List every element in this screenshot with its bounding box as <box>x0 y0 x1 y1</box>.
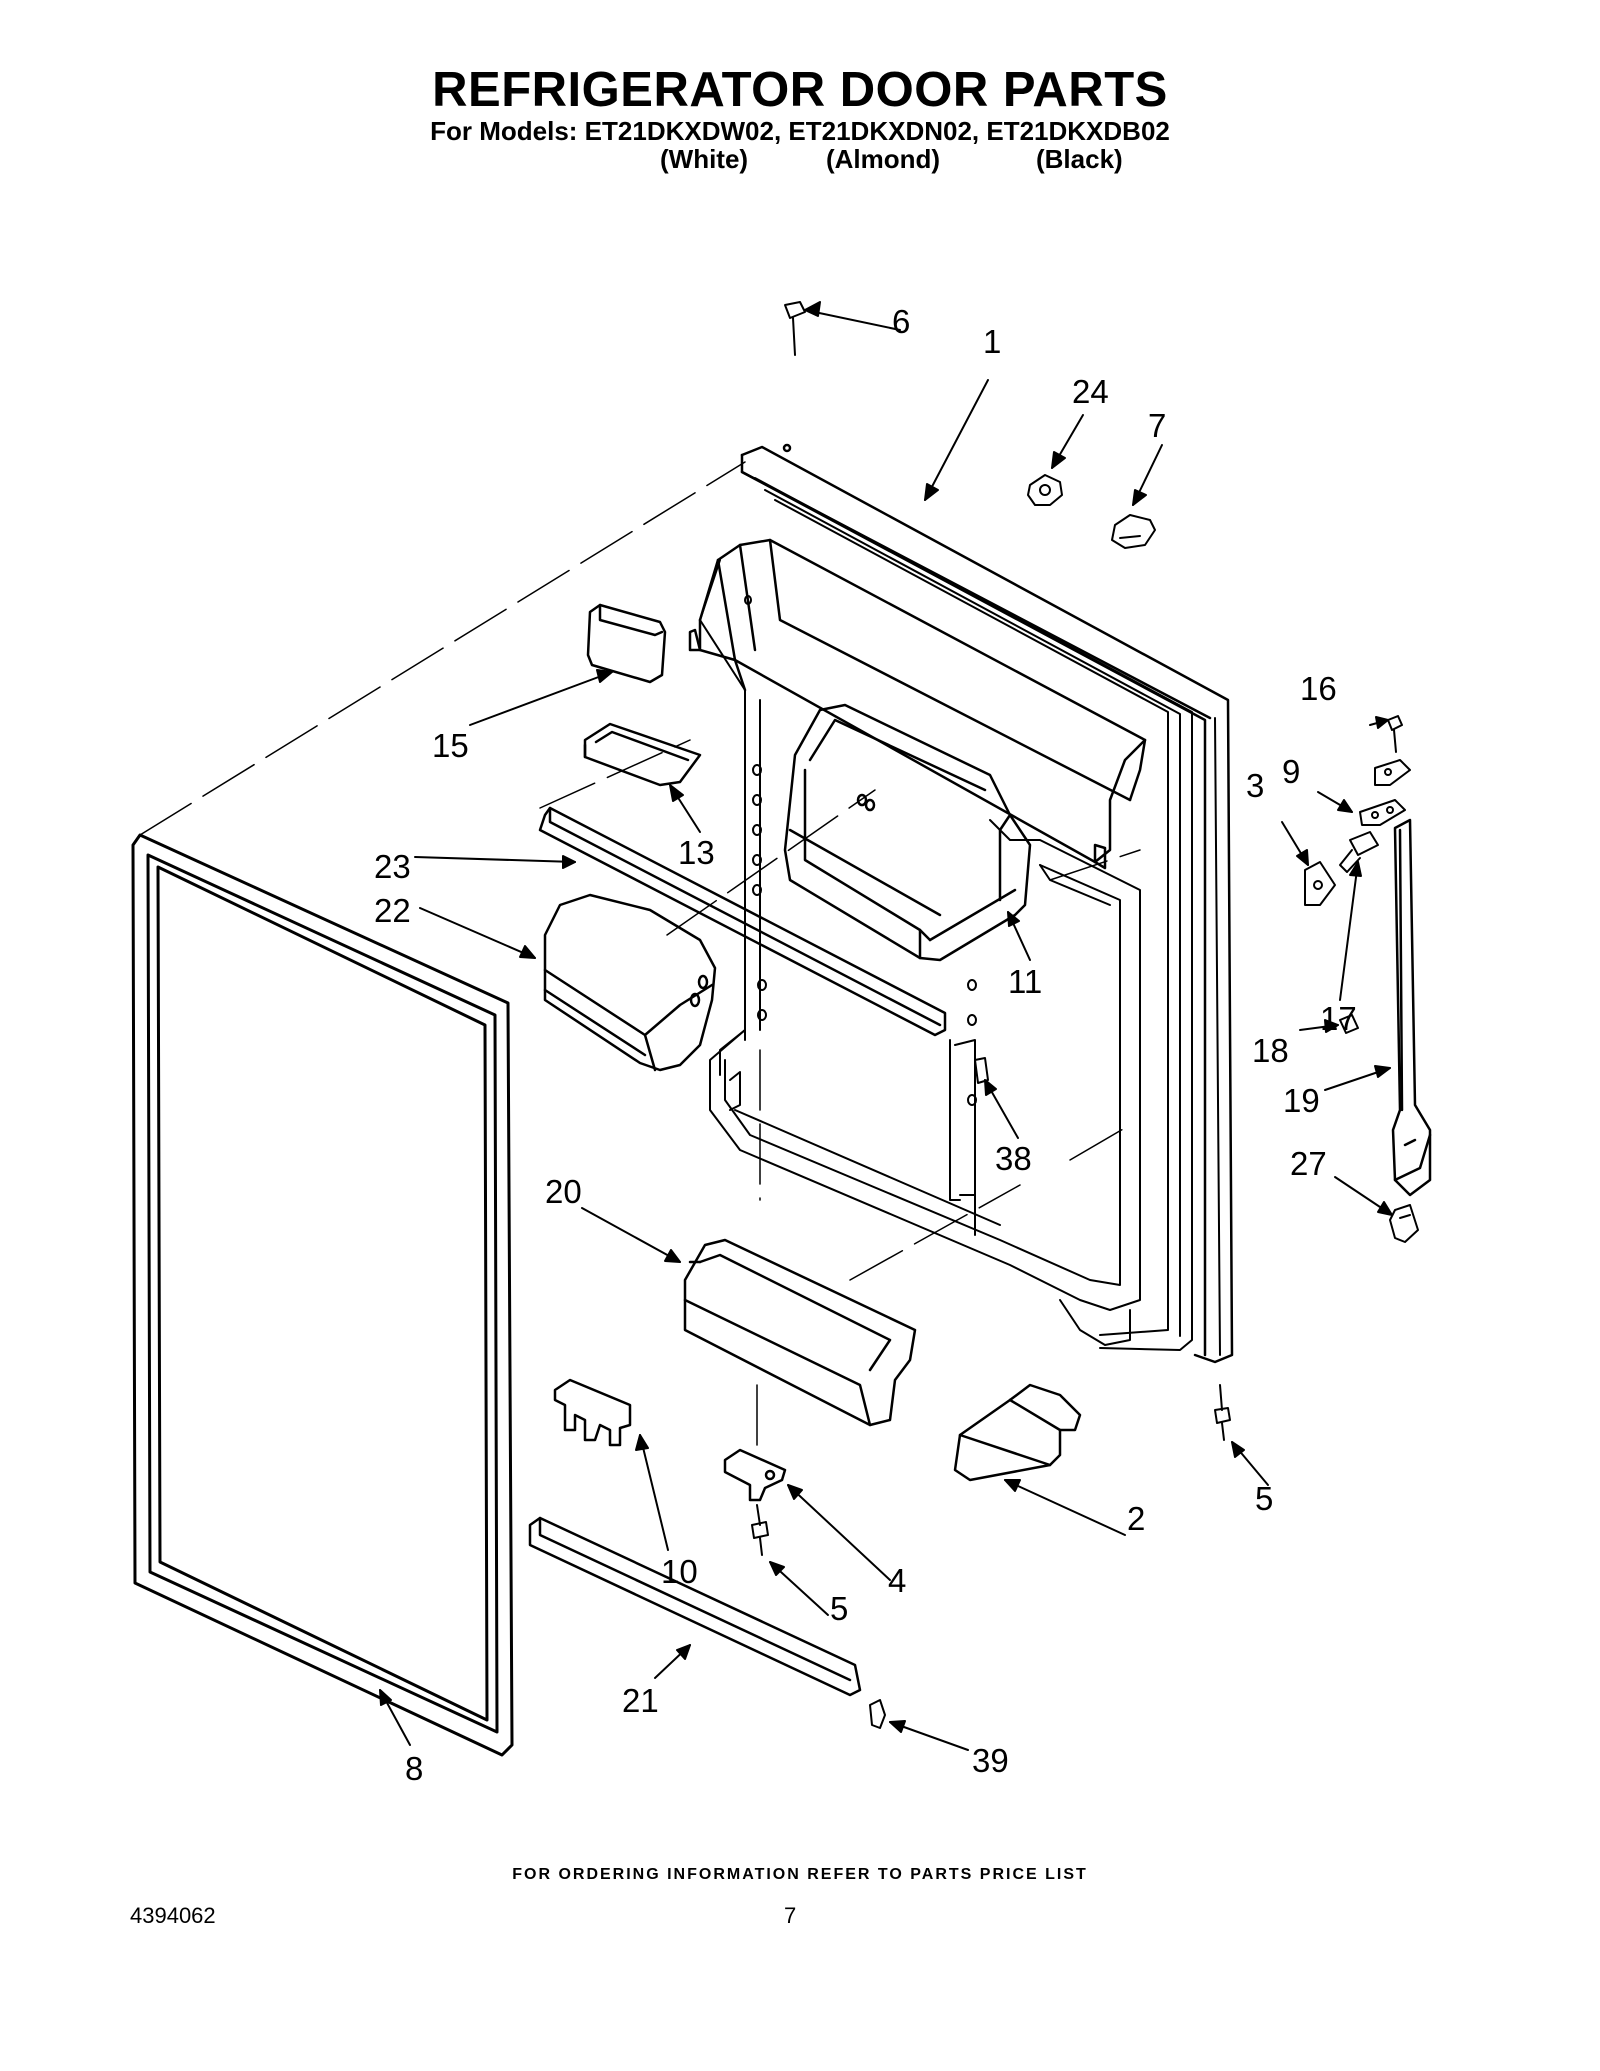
callout-21: 21 <box>622 1682 659 1719</box>
models-line: For Models: ET21DKXDW02, ET21DKXDN02, ET… <box>430 116 1170 146</box>
upper-shelf <box>688 538 1147 870</box>
callout-20: 20 <box>545 1173 582 1210</box>
callout-22: 22 <box>374 892 411 929</box>
ordering-note: FOR ORDERING INFORMATION REFER TO PARTS … <box>512 1866 1088 1883</box>
part-10-clip <box>553 1378 632 1447</box>
leader-lines <box>379 301 1393 1751</box>
part-38-clip <box>974 1057 989 1084</box>
callout-labels: 1 2 3 4 5 5 6 7 8 9 10 11 13 15 16 17 18… <box>374 303 1357 1787</box>
part-22-bin <box>543 893 717 1072</box>
callout-38: 38 <box>995 1140 1032 1177</box>
part-15-cover <box>586 603 667 684</box>
part-2-cover <box>953 1383 1082 1482</box>
part-11-dairy-bin <box>783 703 1032 962</box>
color-black: (Black) <box>1036 144 1123 174</box>
callout-39: 39 <box>972 1742 1009 1779</box>
callout-27: 27 <box>1290 1145 1327 1182</box>
callout-3: 3 <box>1246 767 1264 804</box>
color-white: (White) <box>660 144 749 174</box>
door-panel <box>740 443 1234 1364</box>
page-number: 7 <box>784 1903 797 1928</box>
callout-10: 10 <box>661 1553 698 1590</box>
part-27-cap <box>1389 1204 1419 1243</box>
callout-13: 13 <box>678 834 715 871</box>
callout-24: 24 <box>1072 373 1109 410</box>
part-8-gasket <box>131 833 514 1757</box>
callout-8: 8 <box>405 1750 423 1787</box>
part-19-handle <box>1391 818 1432 1197</box>
callout-17: 17 <box>1320 1000 1357 1037</box>
part-20-bin <box>683 1238 917 1427</box>
part-3-bracket <box>1304 861 1336 906</box>
part-4-hinge <box>723 1448 787 1502</box>
callout-5-bottom: 5 <box>830 1590 848 1627</box>
callout-19: 19 <box>1283 1082 1320 1119</box>
part-23-rail <box>538 806 947 1037</box>
callout-9: 9 <box>1282 753 1300 790</box>
callout-2: 2 <box>1127 1500 1145 1537</box>
part-18-spacer <box>1339 1014 1359 1034</box>
part-21-rail <box>528 1516 862 1697</box>
part-24-plug <box>1027 474 1063 506</box>
callout-23: 23 <box>374 848 411 885</box>
callout-4: 4 <box>888 1562 906 1599</box>
callout-7: 7 <box>1148 407 1166 444</box>
part-17-pin <box>1339 831 1379 873</box>
page-title: REFRIGERATOR DOOR PARTS <box>432 63 1168 117</box>
part-9-hinge <box>1359 759 1411 826</box>
color-almond: (Almond) <box>826 144 941 174</box>
callout-18: 18 <box>1252 1032 1289 1069</box>
callout-5-right: 5 <box>1255 1480 1273 1517</box>
callout-15: 15 <box>432 727 469 764</box>
callout-6: 6 <box>892 303 910 340</box>
alignment-lines <box>139 461 1141 1451</box>
part-39-clip <box>869 1699 886 1729</box>
callout-16: 16 <box>1300 670 1337 707</box>
part-13-tray <box>583 722 702 787</box>
screws <box>751 301 1403 1556</box>
part-7-plug <box>1111 514 1156 549</box>
document-number: 4394062 <box>130 1903 216 1928</box>
callout-11: 11 <box>1008 963 1042 1000</box>
callout-1: 1 <box>983 323 1001 360</box>
